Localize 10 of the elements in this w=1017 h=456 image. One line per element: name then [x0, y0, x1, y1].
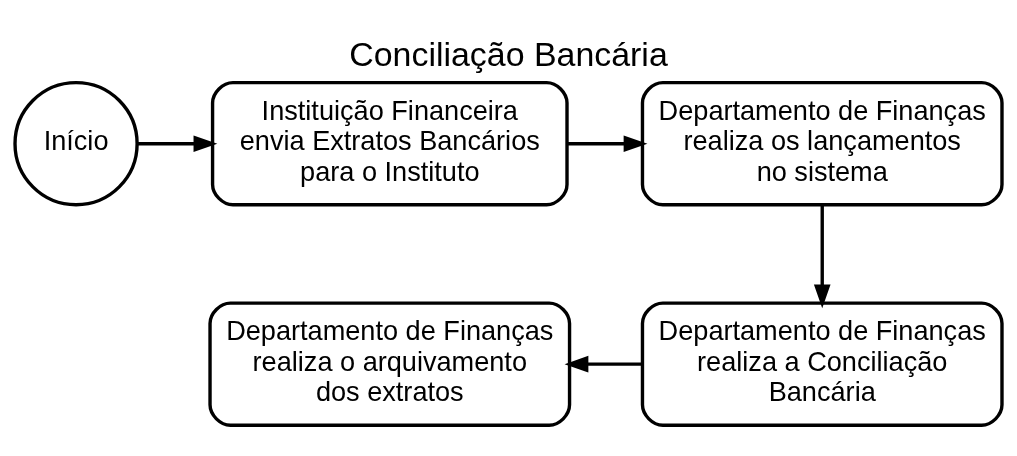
arrow — [813, 204, 831, 308]
node-box: Departamento de Finanças realiza os lançamentos no sistema — [640, 80, 1004, 206]
node-box: Departamento de Finanças realiza o arquivamento dos extratos — [208, 300, 572, 427]
arrow — [564, 355, 643, 372]
diagram-title: Conciliação Bancária — [349, 34, 668, 73]
node-box: Instituição Financeira envia Extratos Bancários para o Instituto — [210, 80, 569, 206]
arrow — [567, 134, 648, 152]
node-circle: Início — [13, 80, 139, 206]
node-box: Departamento de Finanças realiza a Conciliação Bancária — [640, 300, 1004, 427]
arrow — [137, 134, 218, 152]
